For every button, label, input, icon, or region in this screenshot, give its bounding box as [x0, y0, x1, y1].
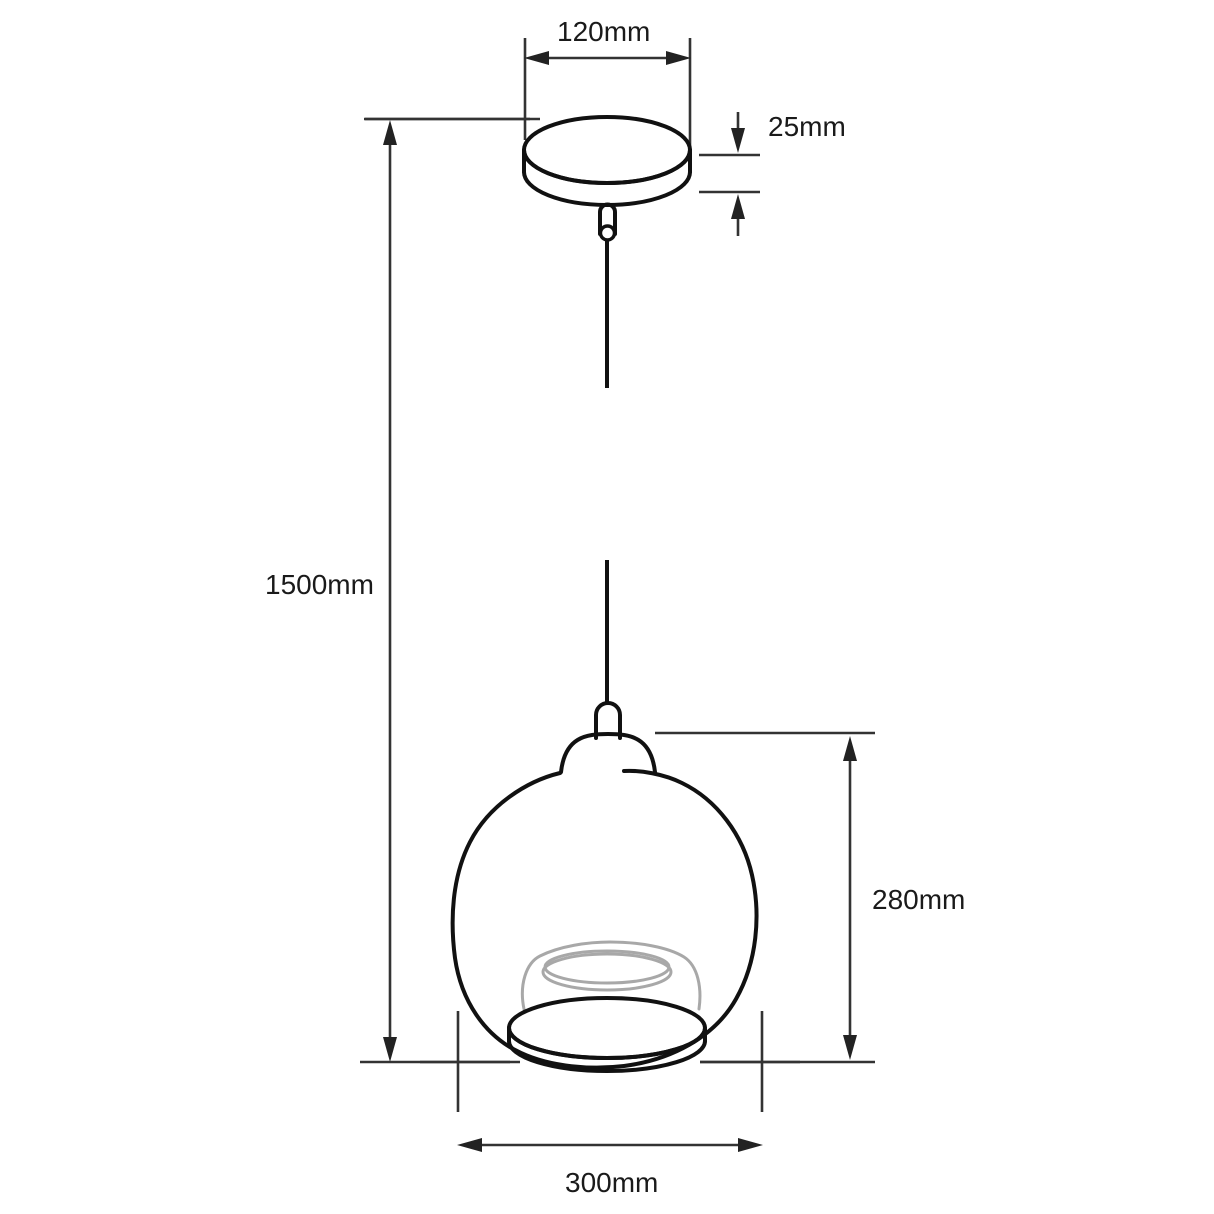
ceiling-rose	[522, 115, 692, 207]
lamp-holder-dome	[559, 732, 657, 774]
glass-shade	[450, 768, 759, 1070]
arrow-head-right	[666, 51, 691, 65]
dimension-label-shade-diameter: 300mm	[565, 1167, 658, 1198]
arrow-head-right	[738, 1138, 763, 1152]
arrow-head-up	[731, 194, 745, 219]
shade-rim-front-band	[507, 1026, 707, 1060]
arrow-head-down	[731, 128, 745, 153]
crosshair-shade-bottom-right	[700, 1011, 800, 1112]
cord-grip	[598, 202, 617, 242]
cord-grip-body	[598, 202, 617, 236]
arrow-head-up	[843, 736, 857, 761]
crosshair-shade-bottom-left	[420, 1011, 510, 1112]
dimension-label-total-drop: 1500mm	[265, 569, 374, 600]
ceiling-rose-bottom-arc	[522, 170, 692, 207]
inner-diffuser-top-ellipse	[541, 952, 673, 992]
arrow-head-left	[457, 1138, 482, 1152]
arrow-head-down	[843, 1035, 857, 1060]
lamp-holder-neck	[594, 701, 622, 740]
arrow-head-down	[383, 1037, 397, 1062]
glass-shade-outline	[450, 768, 759, 1070]
dimension-label-canopy-diameter: 120mm	[557, 16, 650, 47]
inner-diffuser-body	[520, 940, 702, 1011]
inner-diffuser-top-ellipse-inner	[543, 949, 671, 985]
lamp-holder	[559, 701, 657, 774]
shade-rim-lower-ellipse	[507, 1039, 707, 1073]
dimension-label-canopy-height: 25mm	[768, 111, 846, 142]
arrow-head-left	[524, 51, 549, 65]
inner-diffuser	[520, 940, 702, 1011]
ceiling-rose-seam	[522, 148, 692, 185]
shade-rim	[507, 996, 707, 1073]
dimension-label-shade-height: 280mm	[872, 884, 965, 915]
arrow-head-up	[383, 120, 397, 145]
dimension-canopy-height	[699, 112, 760, 236]
dimension-total-drop	[360, 117, 530, 1064]
cord-grip-collar	[598, 224, 617, 242]
dimension-shade-diameter	[457, 1138, 763, 1152]
dimension-canopy-diameter	[523, 38, 692, 148]
